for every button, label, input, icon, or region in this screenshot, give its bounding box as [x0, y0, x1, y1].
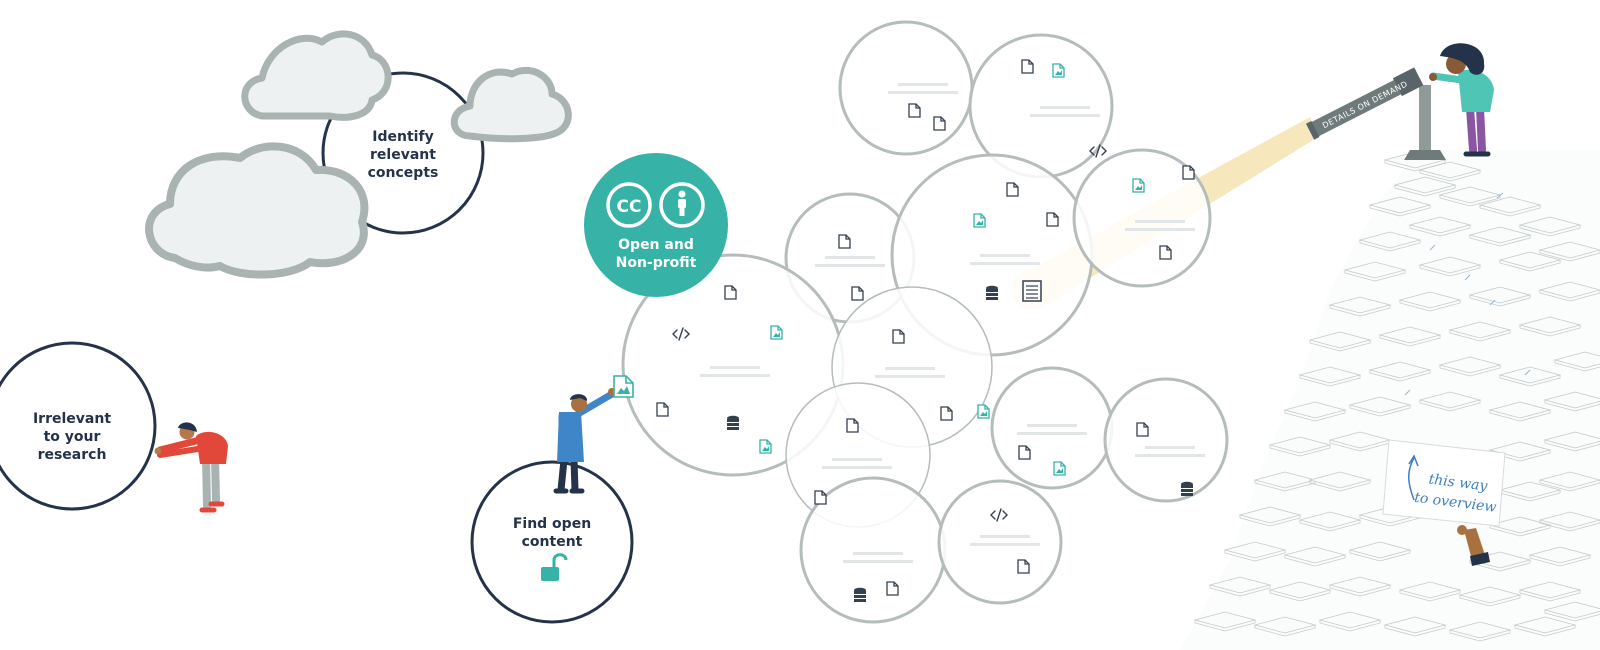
document-icon [814, 490, 827, 505]
image-file-icon [1132, 178, 1145, 193]
document-icon [933, 116, 946, 131]
document-icon [1159, 245, 1172, 260]
image-file-icon [1052, 63, 1065, 78]
image-file-icon [977, 404, 990, 419]
content-bubble [838, 20, 974, 156]
find-content-group [470, 460, 634, 624]
document-icon [892, 329, 905, 344]
image-file-icon [759, 439, 772, 454]
content-bubbles [621, 20, 1229, 624]
cloud-bottom [145, 142, 369, 279]
attribution-icon [659, 182, 705, 228]
image-file-icon [1053, 461, 1066, 476]
image-file-icon [770, 325, 783, 340]
content-bubble [990, 366, 1114, 490]
person-reaching [553, 388, 616, 494]
held-image-file-icon[interactable] [613, 375, 634, 398]
document-icon [1021, 59, 1034, 74]
find-circle [470, 460, 634, 624]
svg-text:DETAILS ON DEMAND: DETAILS ON DEMAND [1321, 79, 1409, 130]
paper-mountain [1180, 150, 1600, 650]
cloud-top [241, 30, 392, 121]
document-icon [908, 103, 921, 118]
document-icon [1046, 212, 1059, 227]
image-file-icon [973, 213, 986, 228]
svg-text:CC: CC [617, 197, 642, 217]
document-icon [838, 234, 851, 249]
content-bubble [1103, 377, 1229, 503]
find-open-content-label: Find open content [512, 516, 592, 550]
document-icon [940, 406, 953, 421]
irrelevant-label: Irrelevant to your research [32, 411, 112, 463]
document-icon [851, 286, 864, 301]
document-icon [1006, 182, 1019, 197]
cc-icon: CC [606, 182, 652, 228]
document-icon [846, 418, 859, 433]
identify-concepts-group [145, 30, 572, 279]
unlock-icon [541, 553, 568, 581]
document-icon [1182, 165, 1195, 180]
telescope: DETAILS ON DEMAND [1305, 67, 1446, 160]
document-icon [1018, 445, 1031, 460]
document-icon [886, 581, 899, 596]
highlighted-document-icon[interactable] [1022, 280, 1042, 302]
identify-concepts-label: Identify relevant concepts [367, 129, 439, 181]
person-pushing [154, 422, 228, 513]
irrelevant-circle [0, 341, 157, 511]
document-icon [724, 285, 737, 300]
content-bubble [1072, 148, 1212, 288]
content-bubble [937, 479, 1063, 605]
cloud-right [450, 66, 572, 143]
document-icon [1136, 422, 1149, 437]
document-icon [1017, 559, 1030, 574]
open-nonprofit-label: Open and Non-profit [615, 237, 697, 271]
person-looking [1429, 43, 1494, 157]
document-icon [656, 402, 669, 417]
overview-sign [1382, 439, 1506, 566]
open-nonprofit-badge: CC [584, 153, 728, 297]
